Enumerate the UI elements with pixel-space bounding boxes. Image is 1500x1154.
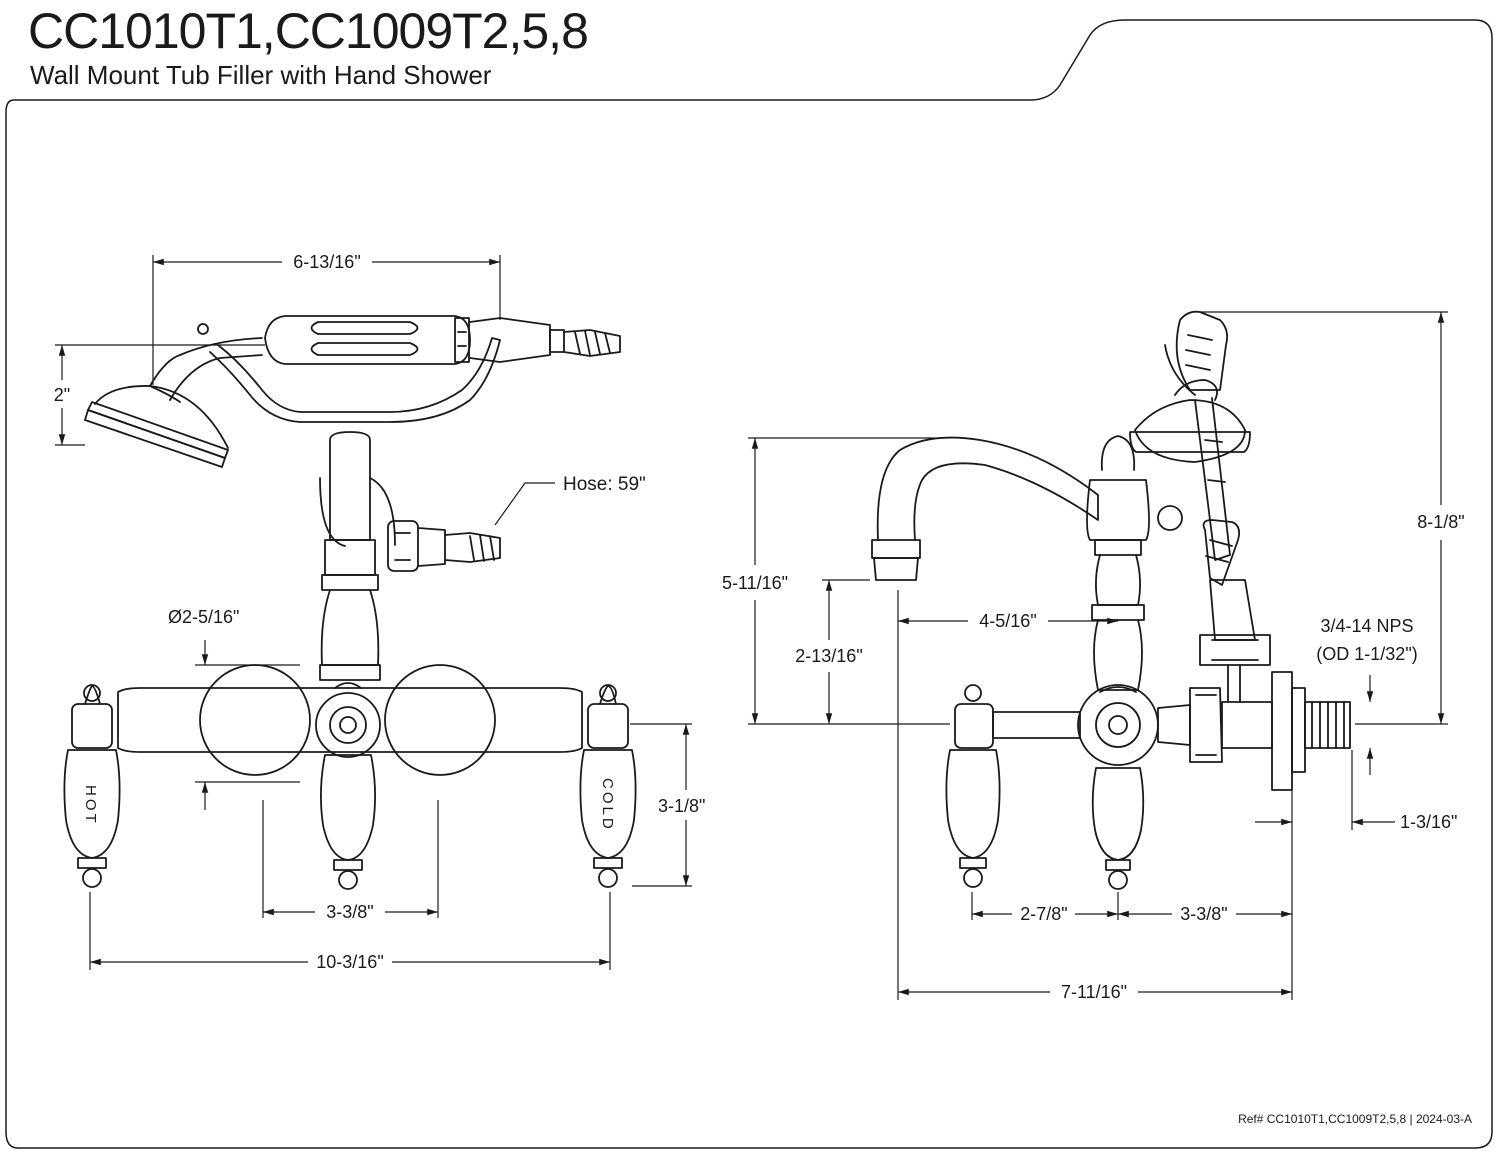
hand-shower-head bbox=[84, 323, 263, 468]
eccentric-nut bbox=[1189, 687, 1223, 763]
cold-label: COLD bbox=[599, 778, 616, 832]
threaded-inlet bbox=[1304, 701, 1351, 749]
spout bbox=[876, 436, 1099, 541]
reference-number: Ref# CC1010T1,CC1009T2,5,8 | 2024-03-A bbox=[1238, 1112, 1472, 1126]
dim-center-spacing: 3-3/8" bbox=[326, 902, 373, 922]
dim-spout-reach: 4-5/16" bbox=[979, 611, 1036, 631]
riser bbox=[329, 431, 371, 541]
dim-inlet-length: 1-3/16" bbox=[1400, 812, 1457, 832]
cradle bbox=[209, 337, 501, 423]
side-diverter-nut bbox=[1199, 634, 1271, 666]
drawing-frame bbox=[5, 19, 1493, 1149]
body-column bbox=[324, 539, 376, 576]
page-title: CC1010T1,CC1009T2,5,8 bbox=[28, 3, 589, 59]
dim-thread-label-line2: (OD 1-1/32") bbox=[1316, 644, 1417, 664]
dim-body-offset: 3-3/8" bbox=[1180, 904, 1227, 924]
center-hub bbox=[315, 692, 381, 758]
cold-handle bbox=[579, 684, 637, 888]
hot-label: HOT bbox=[82, 785, 99, 826]
hot-handle bbox=[63, 684, 121, 888]
dim-overall-height: 8-1/8" bbox=[1417, 512, 1464, 532]
center-handle bbox=[320, 754, 376, 890]
side-hot-handle bbox=[945, 684, 1001, 888]
wall-flange bbox=[1271, 671, 1293, 791]
dim-flange-diameter: Ø2-5/16" bbox=[168, 607, 239, 627]
dim-handle-offset: 2-7/8" bbox=[1020, 904, 1067, 924]
dim-handshower-height: 2" bbox=[54, 385, 70, 405]
dim-overall-width: 10-3/16" bbox=[316, 952, 383, 972]
dim-spout-height: 5-11/16" bbox=[722, 573, 788, 593]
dim-spout-clearance: 2-13/16" bbox=[795, 646, 862, 666]
dim-handshower-length: 6-13/16" bbox=[293, 252, 360, 272]
page-subtitle: Wall Mount Tub Filler with Hand Shower bbox=[30, 60, 492, 90]
dim-handle-height: 3-1/8" bbox=[658, 796, 705, 816]
dim-thread-label-line1: 3/4-14 NPS bbox=[1320, 616, 1413, 636]
front-view-faucet bbox=[63, 315, 637, 890]
dim-overall-depth: 7-11/16" bbox=[1061, 982, 1127, 1002]
side-body-cap bbox=[1100, 435, 1136, 471]
side-view-faucet bbox=[871, 310, 1351, 890]
hose-label: Hose: 59" bbox=[563, 474, 646, 495]
cross-body bbox=[117, 687, 583, 753]
diverter-outlet bbox=[387, 520, 501, 572]
hand-shower-grip bbox=[264, 315, 621, 365]
side-hand-shower bbox=[1134, 399, 1246, 463]
